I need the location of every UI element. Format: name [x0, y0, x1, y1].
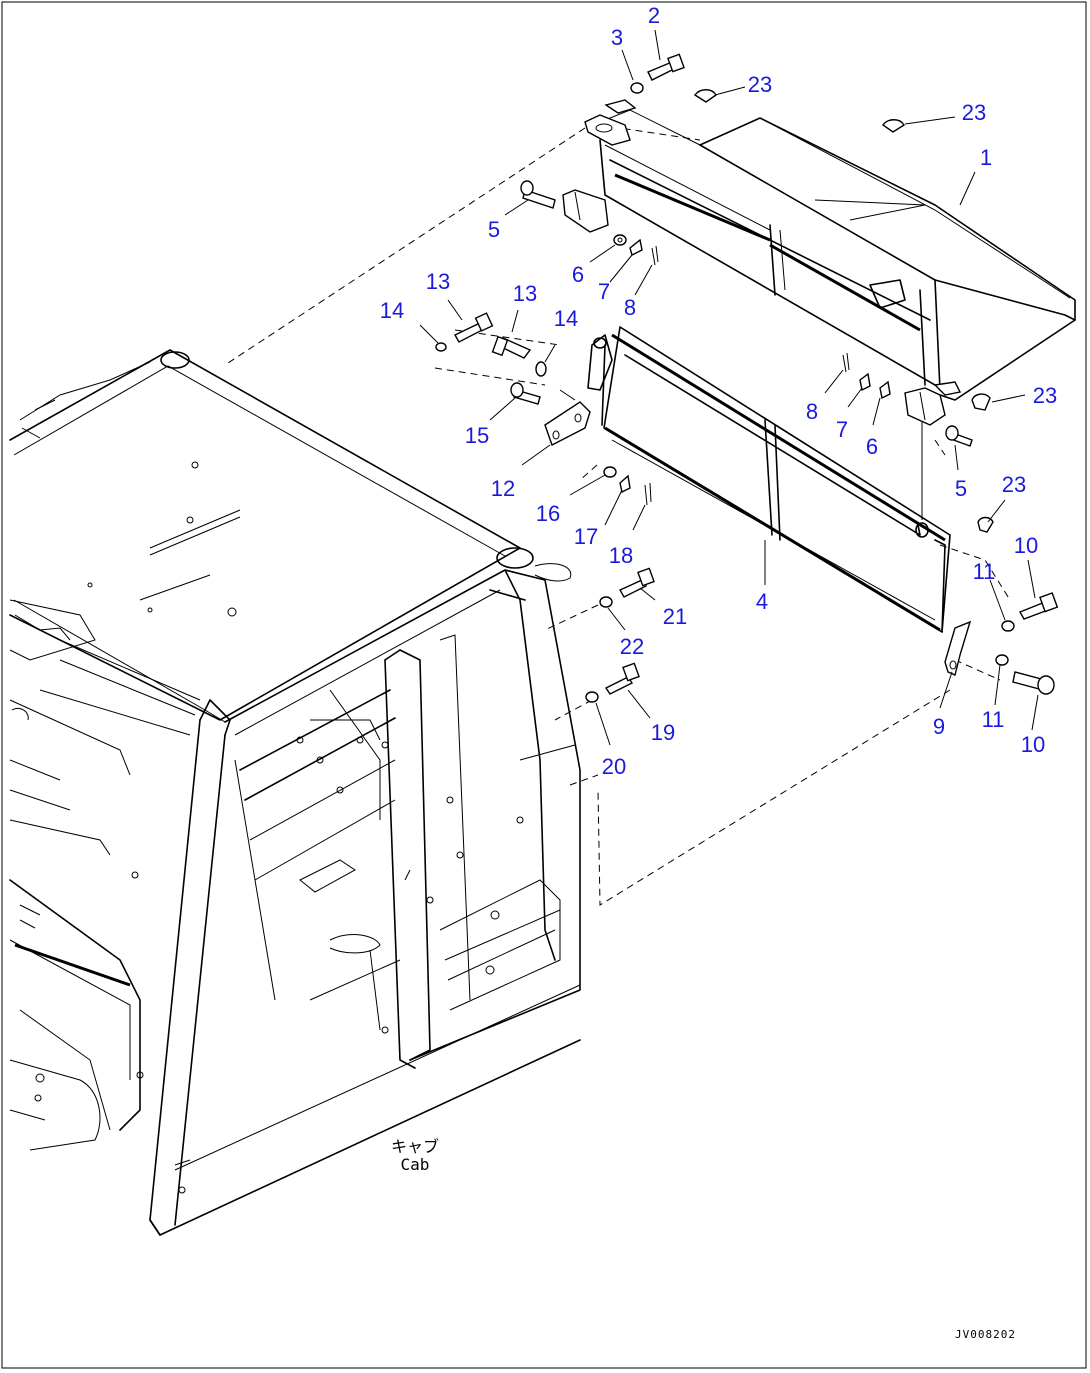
callout-3: 3	[610, 25, 624, 50]
cab-caption: キャブ Cab	[390, 1137, 440, 1175]
callout-6-right: 6	[865, 434, 879, 459]
callout-13-right: 13	[512, 281, 538, 306]
callout-22: 22	[619, 634, 645, 659]
callout-10-top: 10	[1013, 533, 1039, 558]
callout-16: 16	[535, 501, 561, 526]
callout-15: 15	[464, 423, 490, 448]
callout-14-right: 14	[553, 306, 579, 331]
callout-4: 4	[755, 589, 769, 614]
fasteners	[435, 53, 1059, 703]
cab-caption-en: Cab	[400, 1155, 430, 1175]
callout-6-left: 6	[571, 262, 585, 287]
callout-21: 21	[662, 604, 688, 629]
hinge-brackets	[544, 99, 972, 676]
callout-7-right: 7	[835, 417, 849, 442]
callout-leaders	[419, 29, 1039, 746]
callout-2: 2	[647, 3, 661, 28]
callout-23-top-left: 23	[747, 72, 773, 97]
cab-structure	[9, 349, 581, 1236]
callout-11-top: 11	[972, 559, 996, 584]
callout-8-left: 8	[623, 295, 637, 320]
callout-18: 18	[608, 543, 634, 568]
callout-12: 12	[490, 476, 516, 501]
callout-5-left: 5	[487, 217, 501, 242]
callout-5-right: 5	[954, 476, 968, 501]
callout-8-right: 8	[805, 399, 819, 424]
callout-23-top-right: 23	[961, 100, 987, 125]
cab-caption-jp: キャブ	[390, 1137, 440, 1156]
callout-23-lower-right: 23	[1001, 472, 1027, 497]
callout-19: 19	[650, 720, 676, 745]
reference-code: JV008202	[955, 1328, 1016, 1341]
callout-9: 9	[932, 714, 946, 739]
callout-13-left: 13	[425, 269, 451, 294]
callout-7-left: 7	[597, 279, 611, 304]
assembly-lines	[224, 124, 1011, 906]
callout-20: 20	[601, 754, 627, 779]
part-1-visor	[599, 109, 1076, 401]
callout-14-left: 14	[379, 298, 405, 323]
callout-11-bottom: 11	[981, 707, 1005, 732]
callout-23-mid-right: 23	[1032, 383, 1058, 408]
callout-17: 17	[573, 524, 599, 549]
callout-10-bottom: 10	[1020, 732, 1046, 757]
part-4-panel	[587, 326, 951, 633]
callout-1: 1	[979, 145, 993, 170]
